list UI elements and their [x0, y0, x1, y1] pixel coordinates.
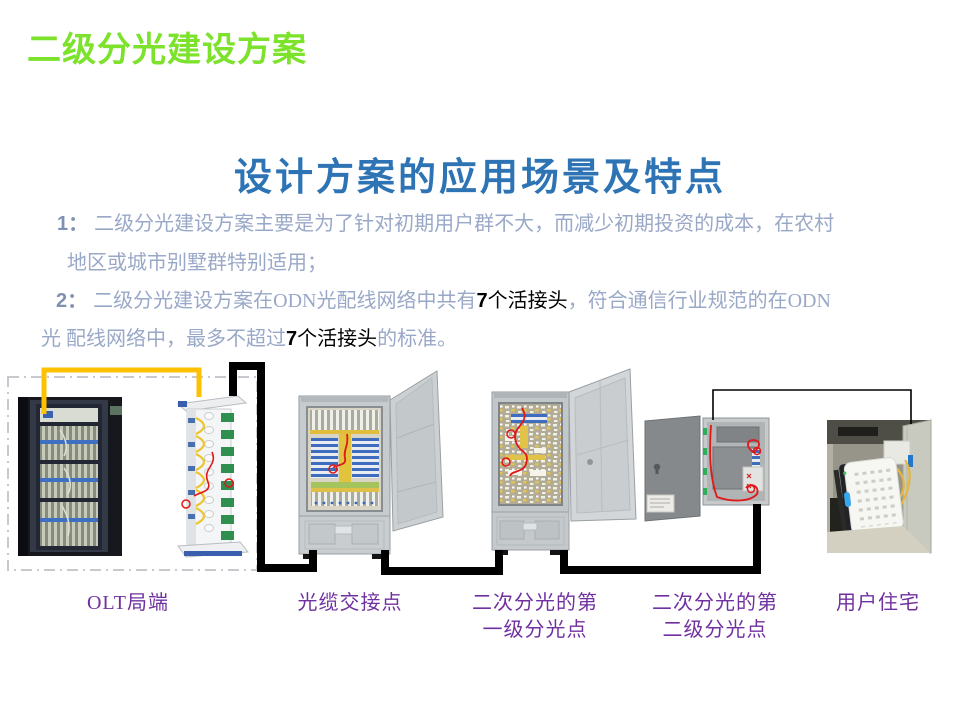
- splitter2-wallbox-photo: [644, 415, 770, 522]
- olt-rack-photo: [18, 397, 122, 556]
- body-paragraph-2-line-1: 2：二级分光建设方案在ODN光配线网络中共有7个活接头，符合通信行业规范的在OD…: [56, 290, 831, 313]
- list-number-1: 1：: [57, 213, 89, 235]
- body-text: ，符合通信行业规范的在ODN: [567, 290, 831, 312]
- highlight-text: 个活接头: [297, 328, 378, 350]
- body-text: 二级分光建设方案主要是为了针对初期用户群不大，而减少初期投资的成本，在农村: [94, 213, 835, 235]
- label-splitter2: 二次分光的第二级分光点: [652, 592, 778, 641]
- ont-device: [839, 457, 904, 535]
- body-text: 光 配线网络中，最多不超过: [41, 328, 286, 350]
- slide-title: 二级分光建设方案: [27, 31, 307, 69]
- highlight-7: 7: [286, 328, 298, 350]
- highlight-7: 7: [476, 290, 488, 312]
- body-text: 的标准。: [377, 328, 458, 350]
- label-olt: OLT局端: [86, 592, 170, 614]
- crossconnect-cabinet-photo: [298, 370, 444, 559]
- red-trace-cabinet2: [509, 407, 528, 477]
- splitter1-cabinet-photo: [491, 368, 637, 555]
- red-trace-cabinet1: [332, 433, 349, 469]
- network-diagram: [7, 362, 932, 575]
- body-paragraph-2-line-2: 光 配线网络中，最多不超过7个活接头的标准。: [41, 328, 457, 351]
- red-trace-odf: [193, 451, 215, 497]
- cable-odf-to-crossconnect: [229, 362, 317, 572]
- cable-crossconnect-to-splitter1: [381, 550, 503, 575]
- cable-splitter1-to-splitter2: [560, 504, 761, 574]
- list-number-2: 2：: [56, 290, 88, 312]
- highlight-text: 个活接头: [487, 290, 568, 312]
- home-ont-photo: [827, 419, 932, 554]
- main-heading: 设计方案的应用场景及特点: [233, 157, 726, 199]
- body-paragraph-1-line-1: 1：二级分光建设方案主要是为了针对初期用户群不大，而减少初期投资的成本，在农村: [57, 213, 834, 236]
- odf-frame-photo: [176, 395, 249, 558]
- label-crossconnect: 光缆交接点: [297, 592, 403, 614]
- label-home: 用户住宅: [836, 592, 920, 614]
- body-paragraph-1-line-2: 地区或城市别墅群特别适用；: [67, 252, 327, 275]
- drop-cable-splitter2-to-home: [712, 389, 912, 424]
- cable-olt-to-odf: [41, 367, 202, 414]
- body-text: 地区或城市别墅群特别适用；: [67, 252, 327, 274]
- body-text: 二级分光建设方案在ODN光配线网络中共有: [93, 290, 477, 312]
- label-splitter1: 二次分光的第一级分光点: [472, 592, 598, 641]
